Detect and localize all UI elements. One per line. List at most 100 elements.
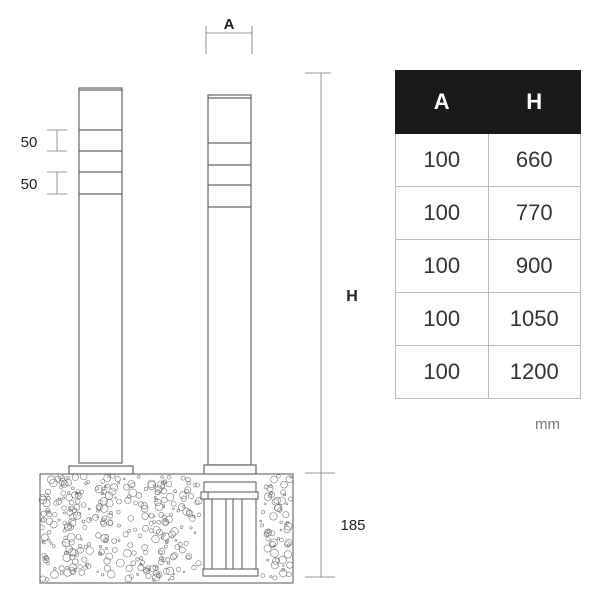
concrete-bubble	[116, 498, 122, 505]
concrete-bubble	[62, 553, 71, 562]
concrete-bubble	[173, 489, 177, 494]
concrete-bubble	[193, 531, 197, 535]
concrete-bubble	[65, 494, 73, 502]
concrete-bubble	[45, 561, 50, 566]
concrete-bubble	[179, 546, 186, 554]
concrete-bubble	[188, 514, 196, 522]
depth-label: 185	[340, 517, 365, 534]
concrete-bubble	[86, 517, 92, 523]
concrete-bubble	[133, 527, 138, 532]
concrete-bubble	[107, 512, 113, 519]
concrete-bubble	[80, 538, 83, 541]
concrete-bubble	[270, 549, 279, 558]
concrete-bubble	[104, 565, 111, 572]
concrete-bubble	[261, 510, 266, 515]
concrete-bubble	[100, 491, 104, 496]
concrete-bubble	[151, 534, 160, 544]
cell-a: 100	[395, 292, 489, 346]
concrete-bubble	[61, 538, 71, 548]
concrete-bubble	[127, 515, 135, 522]
concrete-bubble	[139, 556, 144, 561]
concrete-bubble	[186, 481, 191, 486]
concrete-bubble	[80, 502, 87, 508]
concrete-bubble	[195, 497, 203, 505]
concrete-bubble	[123, 548, 132, 558]
band-1-label: 50	[21, 134, 38, 151]
concrete-bubble	[157, 547, 166, 556]
concrete-bubble	[98, 499, 103, 505]
concrete-bubble	[191, 565, 197, 571]
concrete-bubble	[283, 521, 293, 531]
concrete-bubble	[139, 562, 143, 566]
dimension-lines	[47, 26, 335, 578]
concrete-bubble	[166, 561, 171, 565]
concrete-bubble	[94, 485, 103, 494]
concrete-bubble	[159, 555, 164, 561]
concrete-bubble	[159, 557, 164, 562]
concrete-bubble	[47, 510, 51, 514]
concrete-bubble	[68, 506, 71, 509]
concrete-bubble	[160, 488, 167, 495]
concrete-bubble	[158, 550, 163, 555]
concrete-bubble	[114, 476, 121, 483]
concrete-bubble	[280, 489, 287, 496]
concrete-bubble	[185, 509, 193, 516]
concrete-bubble	[283, 550, 292, 559]
concrete-bubble	[96, 570, 99, 573]
concrete-bubble	[78, 569, 85, 576]
concrete-bubble	[108, 510, 113, 516]
concrete-bubble	[100, 479, 105, 484]
concrete-bubble	[47, 475, 56, 484]
concrete-bubble	[143, 550, 148, 555]
concrete-bubble	[156, 519, 162, 525]
cell-a: 100	[395, 186, 489, 240]
concrete-bubble	[276, 536, 280, 541]
concrete-bubble	[106, 519, 113, 527]
concrete-bubble	[67, 518, 77, 527]
concrete-bubble	[166, 481, 173, 488]
concrete-bubble	[75, 491, 79, 495]
concrete-bubble	[173, 573, 176, 576]
concrete-bubble	[127, 528, 131, 533]
cell-h: 770	[487, 186, 581, 240]
concrete-bubble	[268, 491, 275, 498]
concrete-bubble	[52, 512, 58, 518]
concrete-bubble	[85, 546, 94, 555]
concrete-bubble	[153, 515, 156, 518]
concrete-bubble	[273, 496, 281, 505]
concrete-bubble	[167, 578, 170, 581]
concrete-bubble	[270, 475, 278, 484]
concrete-bubble	[169, 512, 173, 517]
concrete-bubble	[172, 507, 175, 511]
concrete-bubble	[44, 577, 50, 582]
concrete-bubble	[101, 517, 106, 523]
concrete-bubble	[75, 491, 83, 499]
concrete-bubble	[88, 517, 92, 521]
concrete-bubble	[135, 557, 140, 562]
concrete-bubble	[186, 554, 191, 560]
concrete-bubble	[182, 507, 191, 516]
concrete-bubble	[62, 511, 66, 515]
concrete-bubble	[137, 475, 141, 479]
concrete-bubble	[86, 480, 90, 484]
concrete-bubble	[81, 556, 88, 563]
concrete-bubble	[162, 567, 170, 575]
cell-h: 1050	[487, 292, 581, 346]
concrete-bubble	[122, 531, 129, 538]
concrete-bubble	[188, 493, 195, 500]
concrete-bubble	[176, 566, 182, 573]
concrete-bubble	[69, 500, 75, 506]
concrete-bubble	[156, 528, 163, 536]
cell-a: 100	[395, 239, 489, 293]
concrete-bubble	[143, 567, 150, 575]
concrete-bubble	[286, 571, 292, 577]
concrete-bubble	[280, 481, 288, 489]
concrete-bubble	[283, 525, 291, 534]
band-2-label: 50	[21, 176, 38, 193]
concrete-bubble	[87, 542, 92, 547]
concrete-bubble	[282, 511, 290, 518]
concrete-bubble	[179, 525, 184, 529]
